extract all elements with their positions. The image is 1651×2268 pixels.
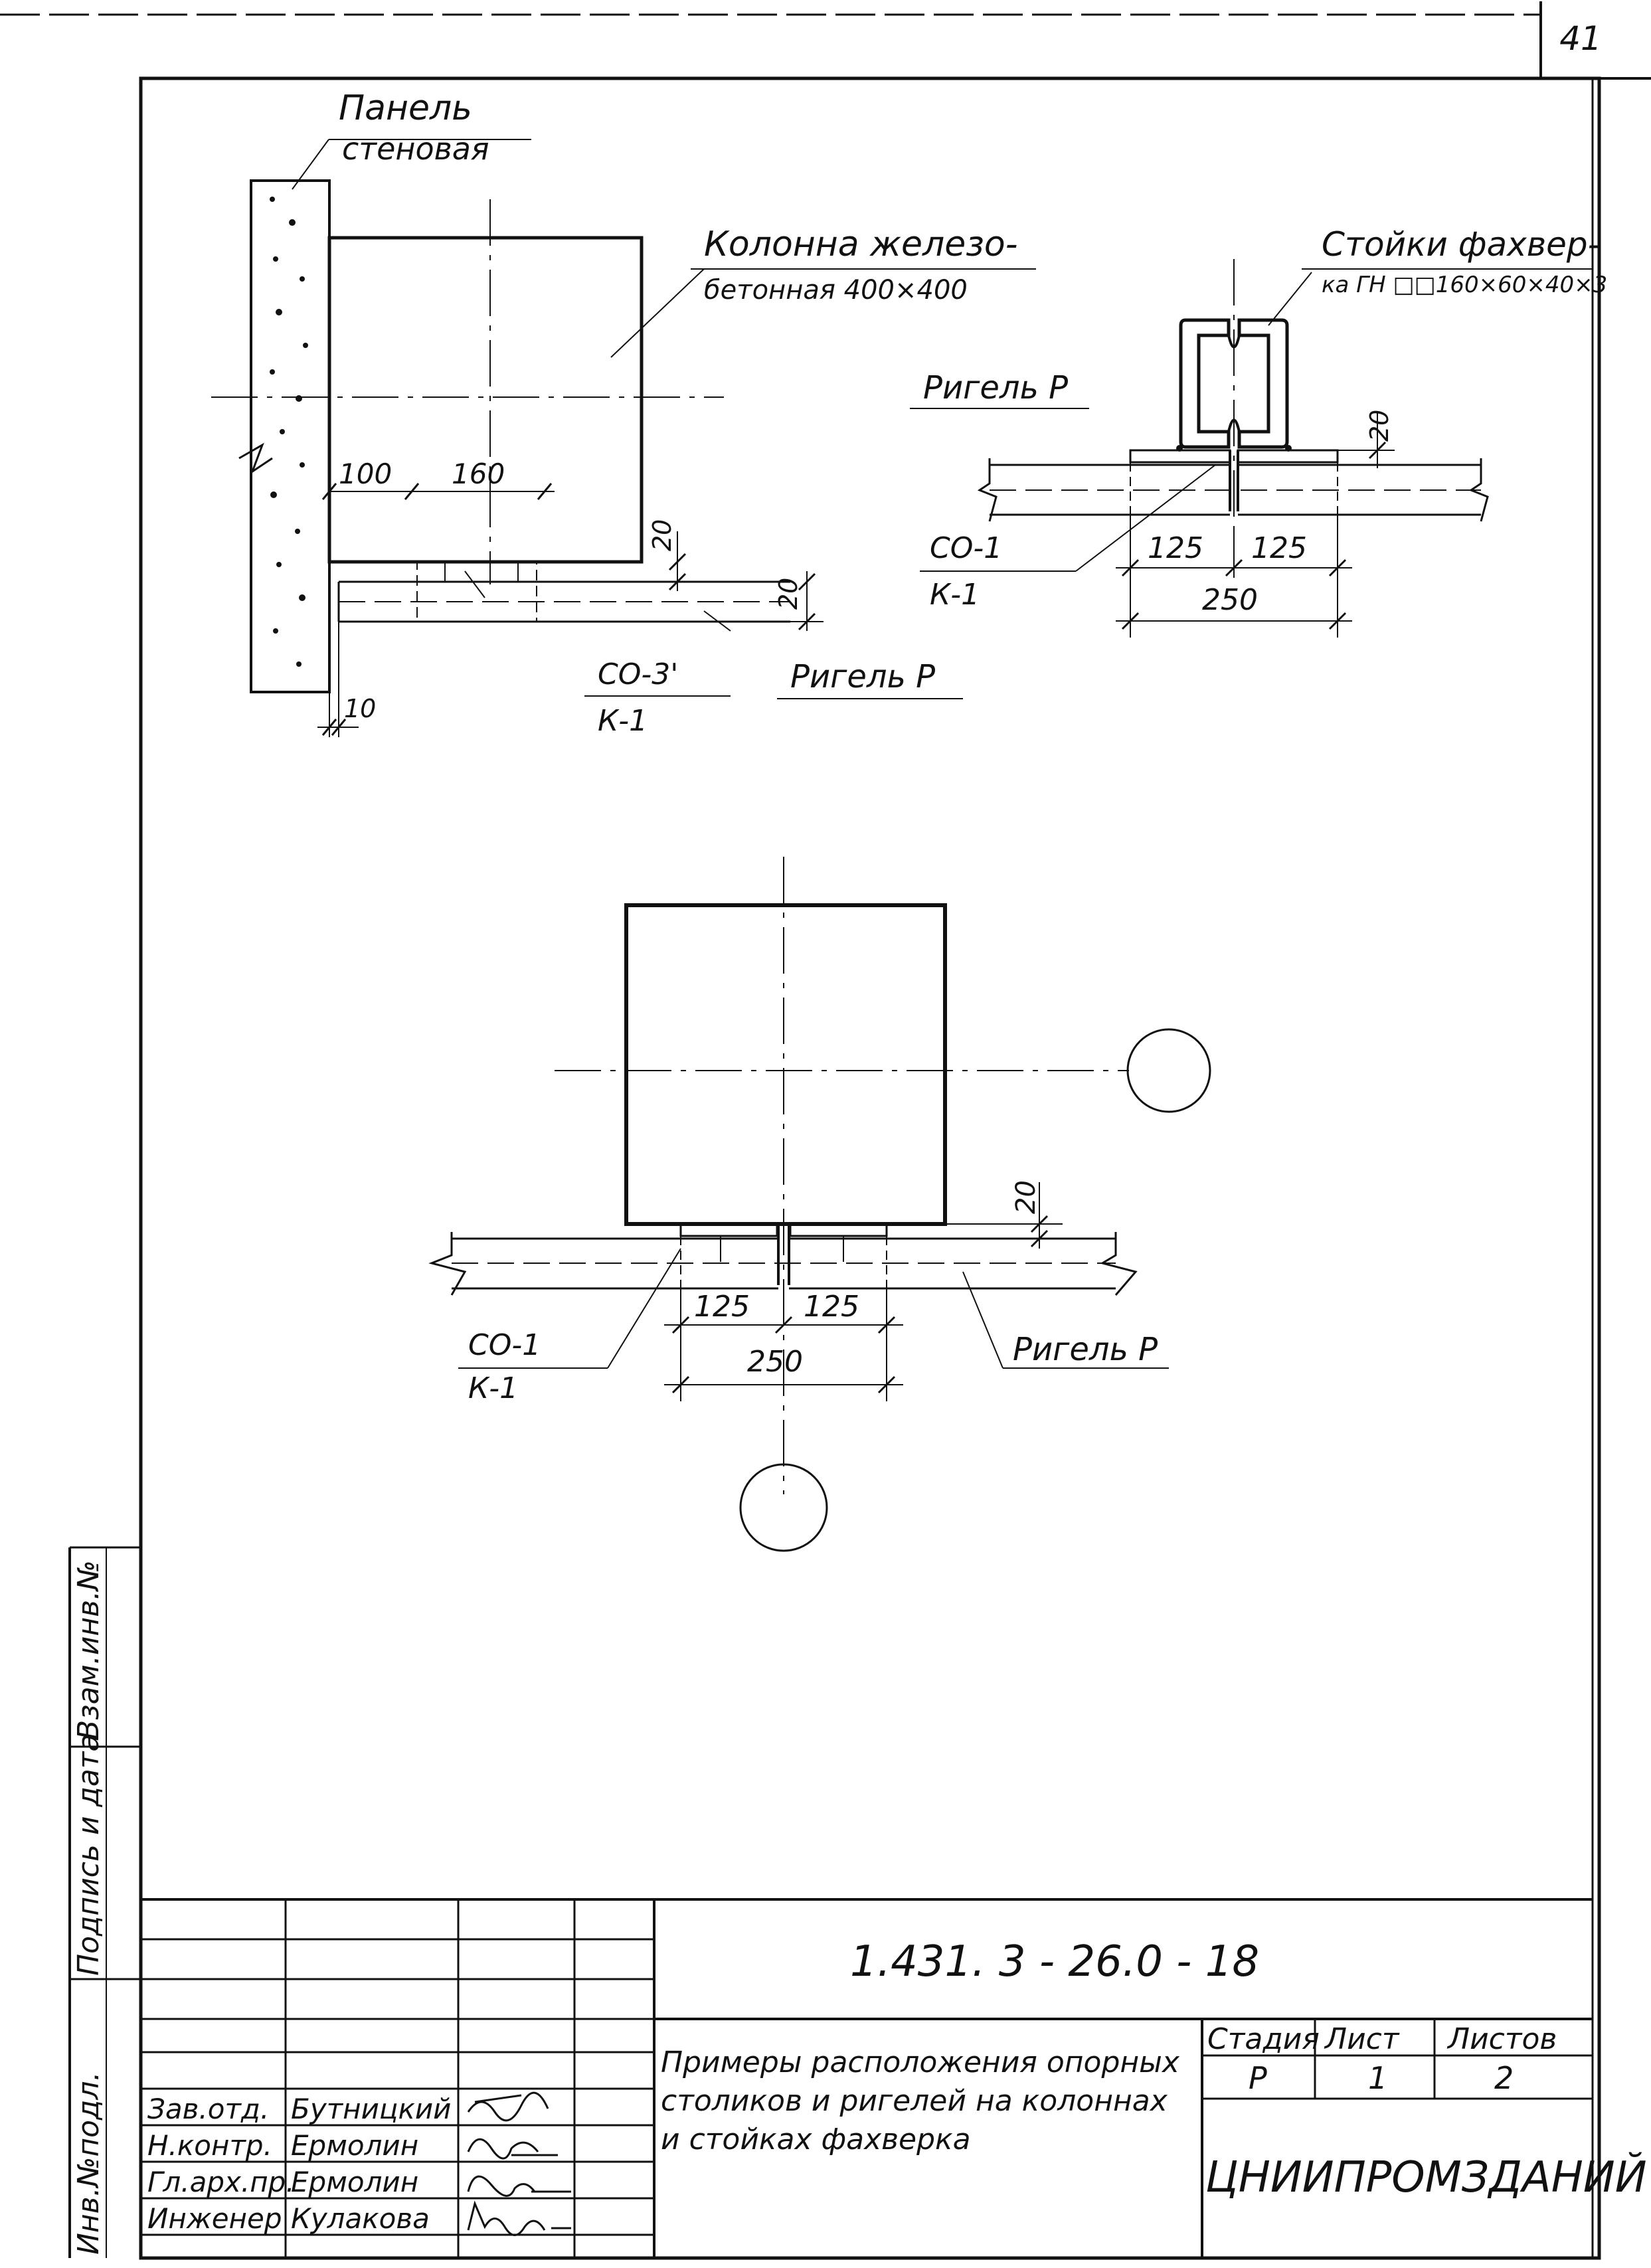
wall-panel-hatch (270, 197, 308, 667)
dim-125-bottom-1: 125 (694, 1290, 750, 1324)
side-stamp-podpis: Подпись и дата (72, 1734, 106, 1976)
detail-column-wall: 100 160 20 20 10 Панель стеновая Колонна… (211, 88, 1036, 738)
label-co1-right: СО-1 (930, 531, 1002, 565)
dim-20-b: 20 (774, 578, 803, 610)
label-column-1: Колонна железо- (704, 224, 1017, 264)
stage-value: Р (1249, 2060, 1267, 2096)
dim-160: 160 (452, 458, 505, 490)
label-wall-panel-1: Панель (339, 88, 472, 128)
role-2: Н.контр. (147, 2129, 272, 2162)
name-4: Кулакова (291, 2202, 430, 2235)
dim-20-a: 20 (648, 519, 677, 551)
dim-250-bottom: 250 (747, 1345, 803, 1379)
title-line-2: столиков и ригелей на колоннах (661, 2084, 1168, 2118)
title-line-3: и стойках фахверка (661, 2123, 971, 2156)
sheets-value: 2 (1494, 2060, 1514, 2096)
role-3: Гл.арх.пр. (147, 2166, 295, 2198)
title-line-1: Примеры расположения опорных (661, 2046, 1180, 2079)
post-profile-right (1237, 318, 1289, 449)
side-stamp-vzam: Взам.инв.№ (72, 1560, 106, 1740)
label-co1-right-k1: К-1 (930, 578, 980, 612)
label-rigel-left: Ригель Р (790, 658, 935, 695)
name-1: Бутницкий (291, 2093, 451, 2125)
dim-20-right: 20 (1365, 410, 1394, 442)
label-co3: СО-3' (598, 657, 678, 691)
axis-bubble-bottom (739, 1463, 828, 1552)
label-rigel-top-right: Ригель Р (923, 369, 1068, 406)
label-wall-panel-2: стеновая (342, 131, 489, 167)
dim-125-right-1: 125 (1148, 531, 1203, 565)
concrete-column (327, 236, 644, 564)
axis-bubble-right (1126, 1028, 1211, 1113)
sheets-header: Листов (1446, 2022, 1557, 2056)
signature-4 (467, 2200, 571, 2236)
label-co3-k1: К-1 (598, 704, 648, 738)
post-profile-left (1179, 318, 1231, 449)
dim-125-right-2: 125 (1251, 531, 1307, 565)
role-1: Зав.отд. (147, 2093, 269, 2125)
column-middle (624, 903, 947, 1226)
side-stamp-inv: Инв.№подл. (72, 2071, 106, 2255)
page-number: 41 (1559, 19, 1602, 58)
doc-code: 1.431. 3 - 26.0 - 18 (850, 1937, 1259, 1986)
label-rigel-bottom: Ригель Р (1013, 1331, 1158, 1368)
dim-20-bottom: 20 (1011, 1180, 1041, 1214)
role-4: Инженер (147, 2202, 282, 2235)
organization: ЦНИИПРОМЗДАНИЙ (1205, 2152, 1647, 2202)
dim-125-bottom-2: 125 (804, 1290, 859, 1324)
dim-250-right: 250 (1202, 583, 1258, 617)
dim-10: 10 (344, 694, 376, 723)
name-3: Ермолин (291, 2166, 418, 2198)
label-co1-bottom: СО-1 (468, 1328, 541, 1362)
label-posts-1: Стойки фахвер- (1322, 225, 1600, 264)
signature-1 (467, 2091, 549, 2122)
dim-100: 100 (339, 458, 392, 490)
detail-column-middle: 20 125 125 250 СО-1 К-1 Ригель Р (428, 857, 1211, 1552)
label-posts-2: ка ГН □□160×60×40×3 (1322, 272, 1607, 298)
title-block: 1.431. 3 - 26.0 - 18 Примеры расположени… (141, 1898, 1647, 2258)
label-column-2: бетонная 400×400 (704, 275, 968, 305)
wall-panel (250, 179, 331, 693)
detail-fachwerk-post: 20 125 125 250 СО-1 К-1 Ригель Р Стойки … (910, 225, 1607, 638)
signature-2 (467, 2138, 558, 2160)
sheet-header: Лист (1324, 2022, 1400, 2056)
name-2: Ермолин (291, 2129, 418, 2162)
stage-header: Стадия (1207, 2022, 1320, 2056)
sheet-value: 1 (1368, 2060, 1387, 2096)
signature-3 (467, 2175, 571, 2197)
label-co1-bottom-k1: К-1 (468, 1371, 518, 1405)
